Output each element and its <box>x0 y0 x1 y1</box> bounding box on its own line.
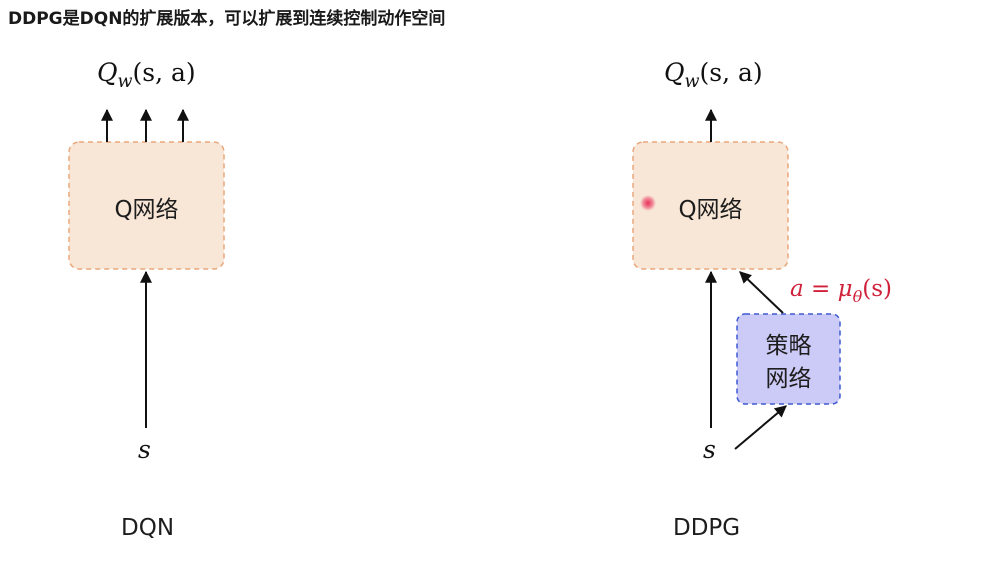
policy-label-line-1: 策略 <box>765 333 812 359</box>
ddpg-q-network-label: Q网络 <box>678 197 743 223</box>
ddpg-input-label: s <box>703 435 716 464</box>
ddpg-output-symbol: Q <box>664 58 685 87</box>
ddpg-output-subscript: w <box>684 72 700 93</box>
policy-eq-left: a = μ <box>790 276 853 302</box>
ddpg-output-args: (s, a) <box>699 58 763 87</box>
ddpg-caption: DDPG <box>673 515 741 541</box>
policy-eq-subscript: θ <box>852 286 863 306</box>
ddpg-policy-network-box <box>736 313 841 405</box>
policy-equation: a = μθ(s) <box>790 276 893 306</box>
dqn-input-label: s <box>138 435 151 464</box>
dqn-output-symbol: Q <box>97 58 118 87</box>
ddpg-output-label: Qw(s, a) <box>664 58 763 92</box>
policy-label-line-2: 网络 <box>765 366 812 392</box>
dqn-output-label: Qw(s, a) <box>97 58 196 92</box>
dqn-output-subscript: w <box>117 72 133 93</box>
ddpg-action-arrow <box>739 271 784 314</box>
policy-eq-args: (s) <box>862 276 893 302</box>
dqn-output-args: (s, a) <box>132 58 196 87</box>
slide-title: DDPG是DQN的扩展版本，可以扩展到连续控制动作空间 <box>8 9 446 29</box>
dqn-caption: DQN <box>121 515 175 541</box>
ddpg-state-to-policy-arrow <box>734 405 787 450</box>
ddpg-policy-network-label: 策略 网络 <box>737 330 840 396</box>
pointer-dot-icon <box>640 195 656 211</box>
dqn-q-network-label: Q网络 <box>114 197 179 223</box>
